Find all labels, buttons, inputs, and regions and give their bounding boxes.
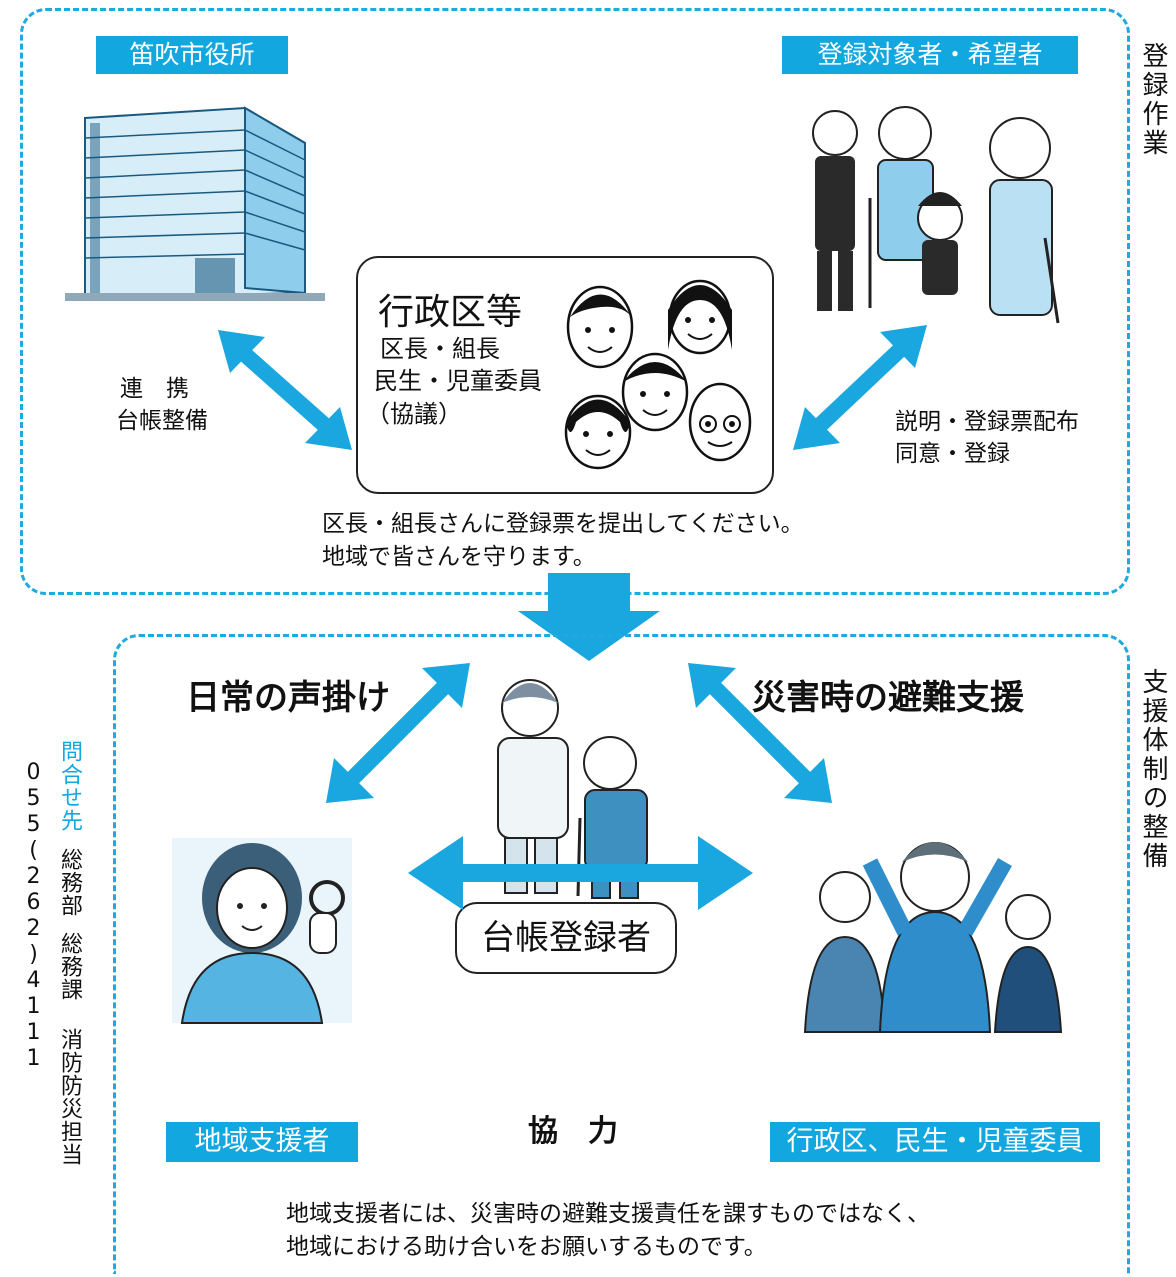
city-hall-tag: 笛吹市役所 <box>96 36 288 74</box>
administrative-district-box <box>356 256 774 494</box>
contact-section: 総務課 <box>57 932 82 1001</box>
contact-team: 消防防災担当 <box>57 1028 82 1166</box>
registered-person-label: 台帳登録者 <box>455 902 677 974</box>
double-arrow-bottom-right <box>688 663 832 803</box>
community-supporter-tag: 地域支援者 <box>166 1122 358 1162</box>
cooperation-label: 連 携 <box>120 376 189 402</box>
registrants-tag: 登録対象者・希望者 <box>782 36 1078 74</box>
contact-department: 総務部 <box>57 848 82 917</box>
cooperation-arrow <box>408 836 753 910</box>
support-section-frame <box>113 634 1130 1274</box>
daily-greeting-heading: 日常の声掛け <box>186 678 390 718</box>
group-of-faces-icon <box>564 279 752 470</box>
bottom-note-line-1: 地域支援者には、災害時の避難支援責任を課すものではなく、 <box>286 1201 930 1227</box>
top-note-line-1: 区長・組長さんに登録票を提出してください。 <box>322 511 804 537</box>
explanation-distribution-label: 説明・登録票配布 <box>895 409 1079 435</box>
contact-label: 問合せ先 <box>57 740 82 832</box>
consent-registration-label: 同意・登録 <box>895 441 1010 467</box>
bottom-note-line-2: 地域における助け合いをお願いするものです。 <box>286 1234 767 1260</box>
double-arrow-bottom-left <box>326 663 470 803</box>
district-role-line-3: （協議） <box>366 400 462 428</box>
district-role-line-2: 民生・児童委員 <box>374 367 542 395</box>
top-note-line-2: 地域で皆さんを守ります。 <box>322 544 596 570</box>
disaster-support-heading: 災害時の避難支援 <box>752 678 1024 718</box>
ledger-maintenance-label: 台帳整備 <box>116 408 208 434</box>
district-role-line-1: 区長・組長 <box>380 335 500 363</box>
support-section-label: 支援体制の整備 <box>1138 668 1168 871</box>
contact-phone: 055(262)4111 <box>21 760 46 1072</box>
officials-tag: 行政区、民生・児童委員 <box>770 1122 1100 1162</box>
elderly-people-icon <box>812 106 1060 324</box>
administrative-district-title: 行政区等 <box>378 292 523 333</box>
district-officials-icon <box>803 842 1063 1033</box>
cooperation-text: 協 力 <box>528 1114 618 1149</box>
registration-section-label: 登録作業 <box>1138 42 1168 158</box>
city-hall-building-icon <box>65 106 325 301</box>
double-arrow-top-right <box>793 325 927 450</box>
community-supporter-icon <box>172 838 352 1024</box>
double-arrow-top-left <box>218 330 352 450</box>
